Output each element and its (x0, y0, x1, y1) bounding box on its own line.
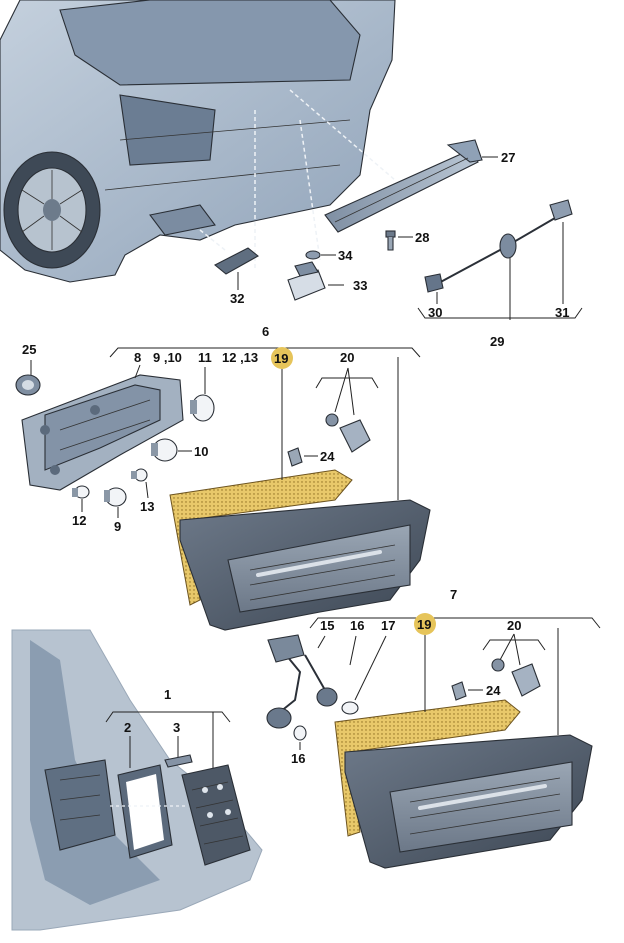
callout-17: 17 (381, 618, 395, 633)
clip-3 (164, 754, 193, 768)
seal-19-upper (169, 469, 353, 606)
seal-19-lower (334, 699, 521, 837)
bulb-11 (190, 394, 215, 422)
callout-3: 3 (173, 720, 180, 735)
left-lamp-group: 6 8 9 ,10 11 12 ,13 19 20 25 (15, 324, 431, 631)
screw-28 (385, 230, 396, 251)
svg-text:19: 19 (417, 617, 431, 632)
bulb-carrier-8 (21, 374, 184, 491)
lamp-housing (181, 764, 251, 866)
callout-12: 12 (72, 513, 86, 528)
callout-9-10: 9 ,10 (153, 350, 182, 365)
right-lamp-group: 7 15 16 17 19 20 16 (266, 587, 601, 869)
tail-lamp-7 (344, 734, 593, 869)
callout-28: 28 (415, 230, 429, 245)
bulb-10 (151, 438, 178, 462)
wheel-illustration (3, 151, 101, 269)
bulb-holder-24-lower: 24 (451, 681, 501, 701)
retainer-20-lower (491, 658, 541, 697)
tailgate-switch-32 (214, 247, 259, 275)
callout-6: 6 (262, 324, 269, 339)
callout-19-badge-lower: 19 (414, 613, 436, 635)
callout-24-upper: 24 (320, 449, 335, 464)
trim-strip-27 (324, 139, 483, 233)
callout-11: 11 (198, 350, 212, 365)
callout-16-lower: 16 (291, 751, 305, 766)
callout-2: 2 (124, 720, 131, 735)
top-callouts: 27 28 34 33 32 30 31 29 (230, 150, 583, 349)
callout-1: 1 (164, 687, 171, 702)
callout-9: 9 (114, 519, 121, 534)
callout-30: 30 (428, 305, 442, 320)
svg-text:19: 19 (274, 351, 288, 366)
callout-7: 7 (450, 587, 457, 602)
number-plate-lamp-33 (287, 261, 326, 301)
car-rear-illustration (0, 0, 396, 283)
clip-34 (305, 250, 321, 260)
callout-31: 31 (555, 305, 569, 320)
retainer-20-upper (325, 413, 371, 453)
callout-15: 15 (320, 618, 334, 633)
bulb-17 (341, 635, 387, 715)
callout-16-upper: 16 (350, 618, 364, 633)
wiring-harness-15 (266, 634, 357, 729)
callout-29: 29 (490, 334, 504, 349)
callout-33: 33 (353, 278, 367, 293)
callout-25: 25 (22, 342, 36, 357)
grommet-25: 25 (15, 342, 41, 396)
callout-24-lower: 24 (486, 683, 501, 698)
callout-32: 32 (230, 291, 244, 306)
bulb-9 (104, 487, 127, 507)
callout-27: 27 (501, 150, 515, 165)
gasket-2 (117, 764, 173, 859)
callout-20-lower: 20 (507, 618, 521, 633)
wiring-harness-29 (424, 199, 573, 293)
bulb-13 (131, 468, 148, 482)
callout-20-upper: 20 (340, 350, 354, 365)
bulb-16: 16 (291, 725, 307, 766)
callout-19-badge-upper: 19 (271, 347, 293, 369)
callout-34: 34 (338, 248, 353, 263)
bulb-holder-24-upper: 24 (287, 447, 335, 467)
callout-13: 13 (140, 499, 154, 514)
bulb-12 (72, 485, 90, 499)
inset-detail: 1 2 3 (11, 629, 263, 931)
callout-8: 8 (134, 350, 141, 365)
callout-10: 10 (194, 444, 208, 459)
tail-lamp-6 (179, 499, 431, 631)
callout-12-13: 12 ,13 (222, 350, 258, 365)
